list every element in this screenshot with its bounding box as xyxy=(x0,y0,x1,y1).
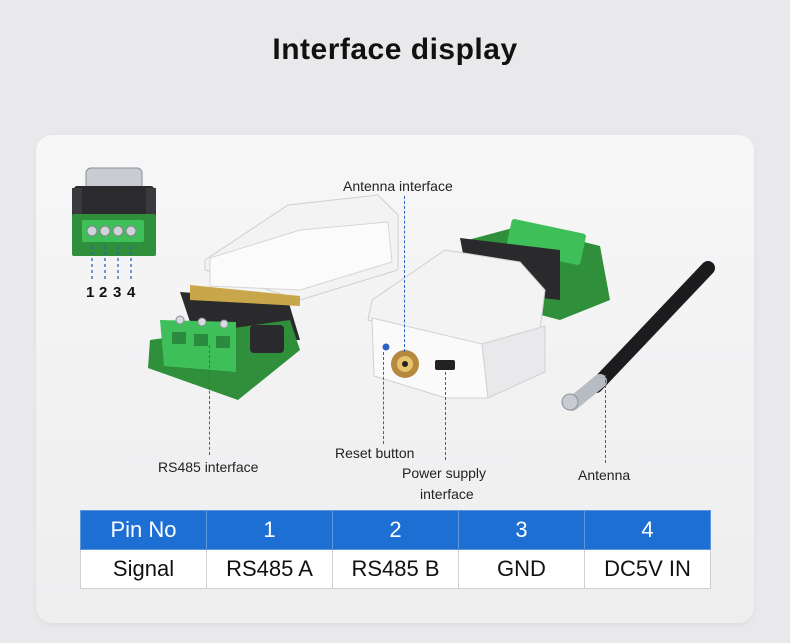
pin-table-cell: GND xyxy=(458,549,585,589)
pin-table-header-cell: 1 xyxy=(206,510,333,550)
pin-table-header-cell: 2 xyxy=(332,510,459,550)
pin-number-2: 2 xyxy=(99,284,108,301)
pin-table-header-cell: Pin No xyxy=(80,510,207,550)
pin-table: Pin No 1 2 3 4 Signal RS485 A RS485 B GN… xyxy=(80,510,711,589)
left-adapter xyxy=(148,194,399,400)
antenna-graphic xyxy=(561,261,715,411)
pin-number-3: 3 xyxy=(113,284,122,301)
rs485-interface-leader xyxy=(209,345,210,455)
pin-number-1: 1 xyxy=(86,284,95,301)
reset-button-leader xyxy=(383,352,384,444)
antenna-interface-leader xyxy=(404,196,405,352)
pin-table-signal-row: Signal RS485 A RS485 B GND DC5V IN xyxy=(80,549,711,589)
pin-table-cell: RS485 B xyxy=(332,549,459,589)
pin-table-header-row: Pin No 1 2 3 4 xyxy=(80,510,711,550)
right-adapter xyxy=(367,219,610,399)
pin-table-cell: RS485 A xyxy=(206,549,333,589)
pin-table-cell: Signal xyxy=(80,549,207,589)
pin-table-cell: DC5V IN xyxy=(584,549,711,589)
antenna-label: Antenna xyxy=(578,467,631,483)
pin-table-header-cell: 3 xyxy=(458,510,585,550)
pin-table-header-cell: 4 xyxy=(584,510,711,550)
power-supply-label-line2: interface xyxy=(420,486,474,502)
antenna-interface-label: Antenna interface xyxy=(343,178,453,194)
power-supply-leader xyxy=(445,372,446,460)
antenna-leader xyxy=(605,375,606,463)
pin-number-4: 4 xyxy=(127,284,136,301)
power-supply-label-line1: Power supply xyxy=(402,465,487,481)
rs485-interface-label: RS485 interface xyxy=(158,459,259,475)
db9-terminal-thumbnail xyxy=(72,167,156,256)
page-title: Interface display xyxy=(272,33,518,66)
reset-button-label: Reset button xyxy=(335,445,415,461)
